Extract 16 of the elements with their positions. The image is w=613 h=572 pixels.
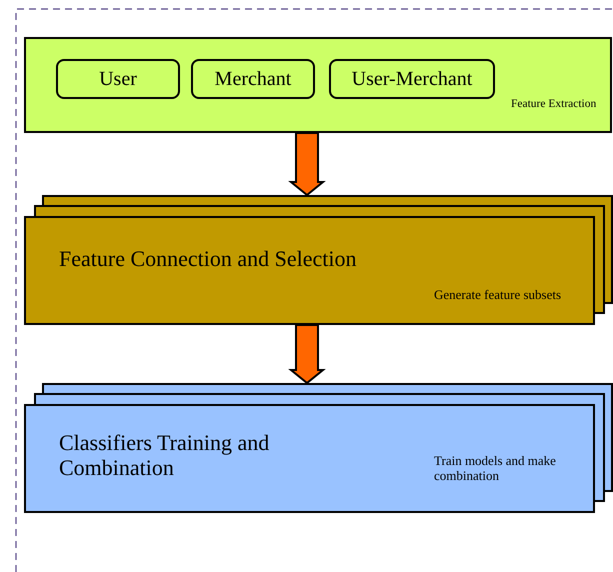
entity-label: User-Merchant: [352, 68, 472, 90]
step-note: Generate feature subsets: [434, 288, 562, 303]
process-title: Feature Connection and Selection: [59, 246, 358, 272]
process-box: [24, 216, 595, 325]
entity-box: [329, 59, 495, 99]
block-arrow: [288, 324, 326, 384]
entity-box: [56, 59, 180, 99]
entity-label: User: [99, 68, 137, 90]
process-box: [24, 404, 595, 513]
step-note: Train models and make combination: [434, 454, 557, 484]
entity-box: [191, 59, 315, 99]
process-box: [24, 37, 612, 133]
entity-label: Merchant: [214, 68, 292, 90]
block-arrow: [288, 132, 326, 196]
process-title: Classifiers Training and Combination: [59, 430, 270, 481]
step-note: Feature Extraction: [511, 98, 598, 112]
